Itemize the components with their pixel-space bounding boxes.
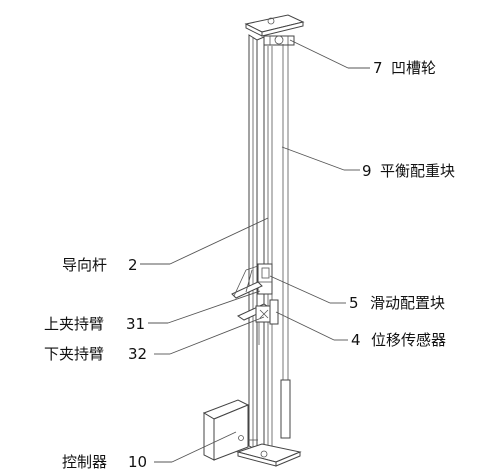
controller-box <box>202 399 258 461</box>
callout-7-number: 7 <box>373 59 383 77</box>
sliding-block <box>257 263 273 295</box>
callout-31-label: 上夹持臂 <box>44 315 104 333</box>
leader-10 <box>154 431 237 463</box>
leader-5 <box>269 275 346 304</box>
callout-2-number: 2 <box>128 256 138 274</box>
displacement-sensor <box>258 299 279 345</box>
callout-31-number: 31 <box>126 315 145 333</box>
base-plate <box>236 443 302 467</box>
leader-9 <box>281 146 360 171</box>
callout-2-label: 导向杆 <box>62 256 107 274</box>
counterweight-rod <box>280 44 291 439</box>
leader-2 <box>140 217 269 265</box>
grooved-pulley <box>263 35 295 46</box>
callout-5-number: 5 <box>349 294 359 312</box>
top-plate <box>244 14 305 37</box>
leader-7 <box>289 39 370 69</box>
callout-10-label: 控制器 <box>62 453 107 471</box>
callout-7-label: 凹槽轮 <box>391 59 436 77</box>
leader-4 <box>275 311 348 341</box>
leader-32 <box>154 316 265 355</box>
leader-31 <box>148 290 261 324</box>
column <box>248 34 265 451</box>
callout-32-number: 32 <box>128 345 147 363</box>
callout-5-label: 滑动配置块 <box>370 294 445 312</box>
callout-4-label: 位移传感器 <box>371 331 446 349</box>
callout-4-number: 4 <box>351 331 361 349</box>
guide-rod-left <box>267 46 273 446</box>
callout-10-number: 10 <box>128 453 147 471</box>
callout-9-number: 9 <box>362 162 372 180</box>
upper-clamp-arm <box>231 265 263 299</box>
callout-32-label: 下夹持臂 <box>44 345 104 363</box>
callout-9-label: 平衡配重块 <box>380 162 455 180</box>
